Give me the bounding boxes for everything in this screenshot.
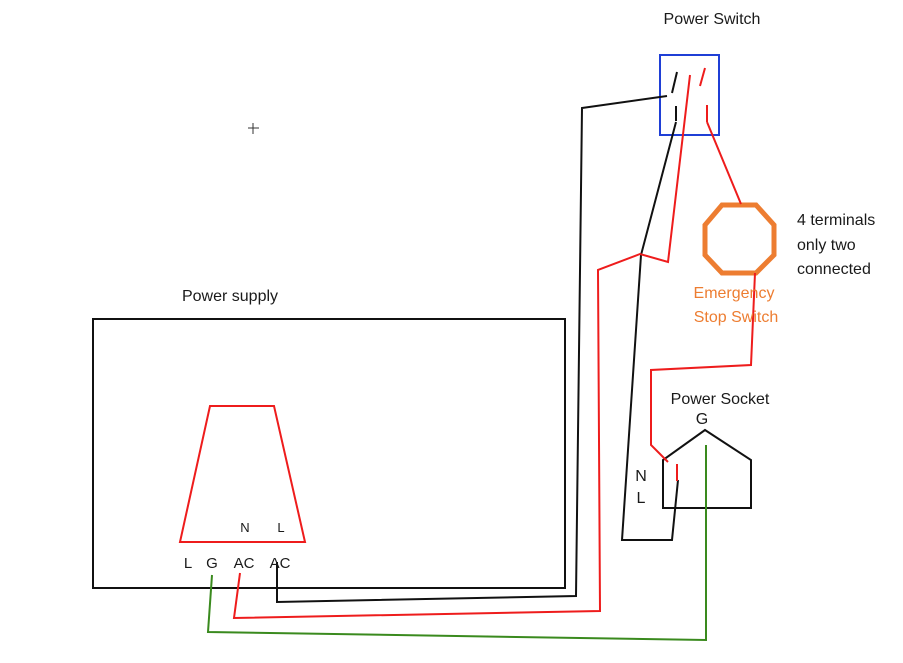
estop-label-line2: Stop Switch (694, 309, 778, 326)
power-switch-box (659, 54, 720, 136)
neutral-wire-switch-to-socket (620, 121, 679, 541)
power-supply-label: Power supply (182, 288, 278, 305)
live-wire-estop-to-socket (650, 272, 756, 463)
socket-ground-label: G (696, 411, 708, 428)
power-socket-label: Power Socket (671, 391, 770, 408)
power-supply-box (92, 318, 566, 589)
live-wire-switch-to-estop (706, 121, 742, 205)
supply-terminal-ac2: AC (270, 555, 291, 572)
estop-label-line1: Emergency (694, 285, 775, 302)
supply-terminal-ac1: AC (234, 555, 255, 572)
power-switch-label: Power Switch (664, 11, 761, 28)
switch-contact-right-top (699, 67, 706, 87)
terminals-note-line1: 4 terminals (797, 212, 875, 229)
neutral-wire-supply-to-switch (276, 95, 668, 604)
terminals-note-line3: connected (797, 261, 871, 278)
supply-terminal-g: G (206, 555, 218, 572)
socket-neutral-label: N (635, 468, 647, 485)
supply-transformer-trapezoid (178, 405, 307, 543)
ground-wire (206, 445, 707, 642)
trapezoid-n-label: N (240, 520, 249, 535)
live-wire-supply-to-switch (232, 74, 691, 620)
switch-contact-left-top (671, 71, 678, 94)
socket-live-label: L (637, 490, 646, 507)
emergency-stop-octagon (702, 202, 777, 276)
trapezoid-l-label: L (277, 520, 284, 535)
supply-terminal-l: L (184, 555, 192, 572)
terminals-note-line2: only two (797, 237, 856, 254)
crosshair-cursor-icon (248, 123, 259, 134)
